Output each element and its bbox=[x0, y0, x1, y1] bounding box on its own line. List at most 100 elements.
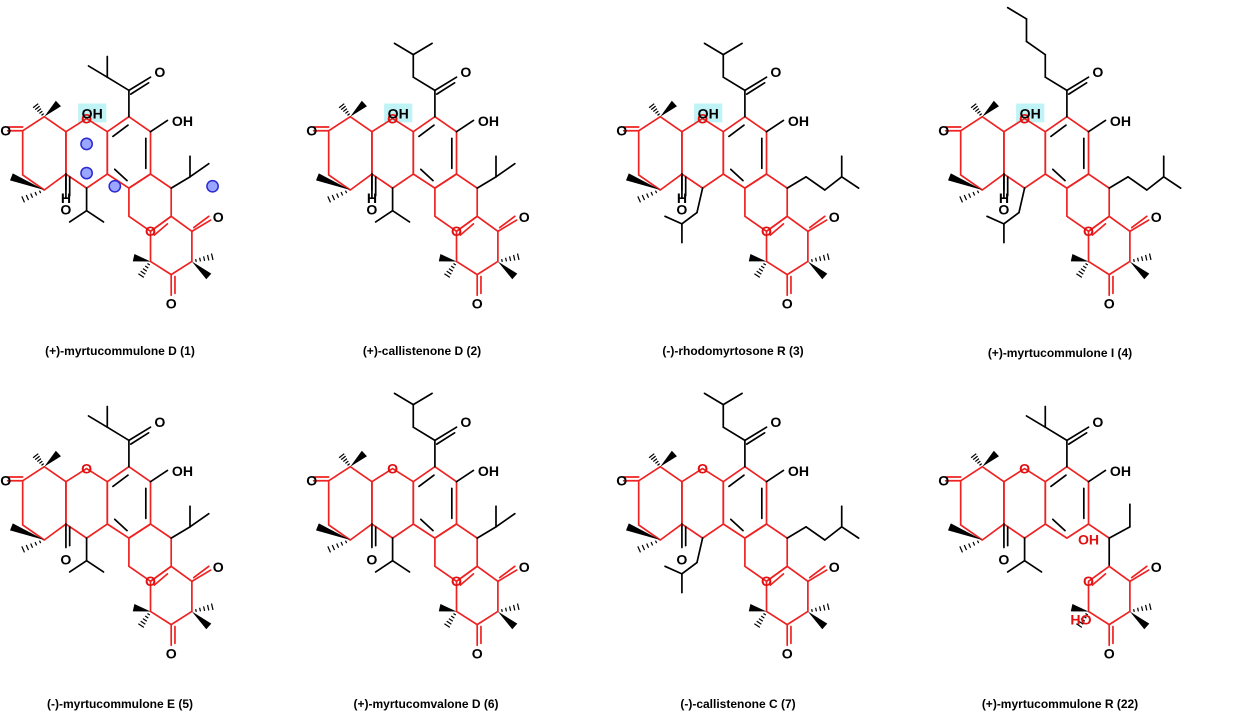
atom-h: H bbox=[999, 190, 1009, 206]
atom-o-pyran-bottom: O bbox=[1083, 223, 1094, 239]
enol-double bbox=[769, 222, 785, 236]
methyl-hash-e5 bbox=[138, 262, 151, 278]
ring-c bbox=[1044, 465, 1090, 539]
enol-double bbox=[769, 572, 785, 586]
atom-o-acyl: O bbox=[1092, 64, 1103, 80]
methyl-wedge-e5 bbox=[1070, 254, 1089, 262]
atom-h: H bbox=[677, 190, 687, 206]
ring-e bbox=[1087, 215, 1131, 276]
atom-o-ketone-lower: O bbox=[366, 551, 377, 567]
atom-oh-aryl: OH bbox=[478, 463, 499, 479]
ketone-e2b bbox=[808, 215, 826, 229]
methyl-hash-e5 bbox=[1076, 612, 1089, 628]
bond-carbonyl bbox=[744, 76, 768, 92]
atom-o-ketone-lower: O bbox=[998, 201, 1009, 217]
atom-o-acyl: O bbox=[460, 414, 471, 430]
methyl-hash-a3 bbox=[637, 190, 658, 203]
atom-o-pyran-top: O bbox=[81, 460, 92, 476]
ring-a bbox=[959, 465, 1005, 541]
bond-carbonyl-b bbox=[435, 81, 456, 95]
atom-o-acyl: O bbox=[154, 64, 165, 80]
methyl-hash-e5 bbox=[138, 612, 151, 628]
arom-double-3 bbox=[113, 518, 128, 532]
chain-3 bbox=[87, 65, 109, 79]
atom-o-ketone-left: O bbox=[306, 122, 317, 138]
methyl-hash-a3 bbox=[637, 540, 658, 553]
bond-d1 bbox=[1087, 523, 1111, 539]
atom-o-ketone-right: O bbox=[213, 559, 224, 575]
ring-b bbox=[371, 467, 415, 539]
atom-o-acyl: O bbox=[460, 64, 471, 80]
methyl-wedge-a6 bbox=[982, 100, 999, 117]
atom-o-ketone-lower: O bbox=[676, 201, 687, 217]
arom-double-3 bbox=[419, 518, 434, 532]
bond-carbonyl-b bbox=[435, 431, 456, 445]
ring-a bbox=[637, 465, 683, 541]
bond-right-group bbox=[1108, 175, 1129, 189]
methyl-wedge-e3 bbox=[807, 261, 828, 280]
arom-double-3 bbox=[1051, 168, 1066, 182]
ring-b bbox=[681, 467, 725, 539]
chain-3 bbox=[393, 42, 415, 56]
ketone-e2b bbox=[192, 565, 210, 579]
lower-group-right bbox=[189, 505, 210, 528]
atom-o-ketone-left: O bbox=[616, 472, 627, 488]
lower-group-right bbox=[805, 155, 860, 191]
atom-o-ketone-left: O bbox=[938, 122, 949, 138]
arom-double-1 bbox=[728, 124, 745, 138]
chain-4 bbox=[412, 42, 433, 56]
lower-group-left bbox=[986, 187, 1026, 244]
ketone-e2 bbox=[1129, 219, 1150, 233]
caption-compound-22: (+)-myrtucommulone R (22) bbox=[982, 697, 1138, 711]
bond-oh-aryl bbox=[765, 469, 785, 483]
atom-oh-hemiketal: OH bbox=[1020, 106, 1041, 122]
methyl-hash-e5 bbox=[754, 262, 767, 278]
methyl-hash-e3 bbox=[811, 253, 830, 263]
bond-carbonyl-b bbox=[745, 431, 766, 445]
oh-highlight bbox=[694, 103, 723, 123]
methyl-wedge-a6 bbox=[660, 100, 677, 117]
methyl-hash-a6 bbox=[32, 103, 45, 116]
enol-double bbox=[1091, 222, 1107, 236]
bond-bridge bbox=[1108, 525, 1131, 539]
methyl-hash-a3 bbox=[21, 540, 42, 553]
atom-o-ketone-right: O bbox=[1151, 559, 1162, 575]
atom-o-ketone-bottom: O bbox=[166, 295, 177, 311]
atom-o-pyran-bottom: O bbox=[145, 573, 156, 589]
ring-b bbox=[681, 117, 725, 189]
ring-e bbox=[765, 215, 809, 276]
bond-right-group bbox=[170, 175, 191, 189]
methyl-hash-e5 bbox=[754, 612, 767, 628]
ketone-e2 bbox=[807, 219, 828, 233]
caption-compound-4: (+)-myrtucommulone I (4) bbox=[988, 346, 1132, 360]
ring-a bbox=[21, 465, 67, 541]
ring-a bbox=[21, 115, 67, 191]
atom-o-ketone-bottom: O bbox=[472, 295, 483, 311]
methyl-wedge-e5 bbox=[438, 254, 457, 262]
atom-o-ketone-right: O bbox=[1151, 209, 1162, 225]
lower-group-right bbox=[495, 505, 516, 528]
oh-highlight bbox=[78, 103, 107, 123]
methyl-wedge-e3 bbox=[497, 261, 518, 280]
bond-oh-aryl bbox=[1087, 469, 1107, 483]
methyl-hash-a3 bbox=[327, 190, 348, 203]
atom-o-acyl: O bbox=[154, 414, 165, 430]
methyl-wedge-e5 bbox=[748, 254, 767, 262]
bond-carbonyl-b bbox=[1067, 81, 1088, 95]
methyl-wedge-a3 bbox=[948, 173, 983, 191]
chain-4 bbox=[722, 392, 743, 406]
atom-o-ketone-bottom: O bbox=[166, 645, 177, 661]
atom-o-pyran-top: O bbox=[387, 110, 398, 126]
atom-o-ketone-bottom: O bbox=[1104, 645, 1115, 661]
atom-oh-hemiketal: OH bbox=[82, 106, 103, 122]
caption-compound-1: (+)-myrtucommulone D (1) bbox=[45, 344, 195, 358]
methyl-wedge-e5 bbox=[438, 604, 457, 612]
atom-oh-hemiketal: OH bbox=[388, 106, 409, 122]
atom-oh-hemiketal: OH bbox=[698, 106, 719, 122]
atom-oh-aryl: OH bbox=[1110, 113, 1131, 129]
methyl-wedge-e3 bbox=[191, 611, 212, 630]
atom-o-ketone-lower: O bbox=[60, 551, 71, 567]
chain-1 bbox=[106, 426, 130, 442]
stereocenter-marker-2 bbox=[80, 166, 93, 180]
